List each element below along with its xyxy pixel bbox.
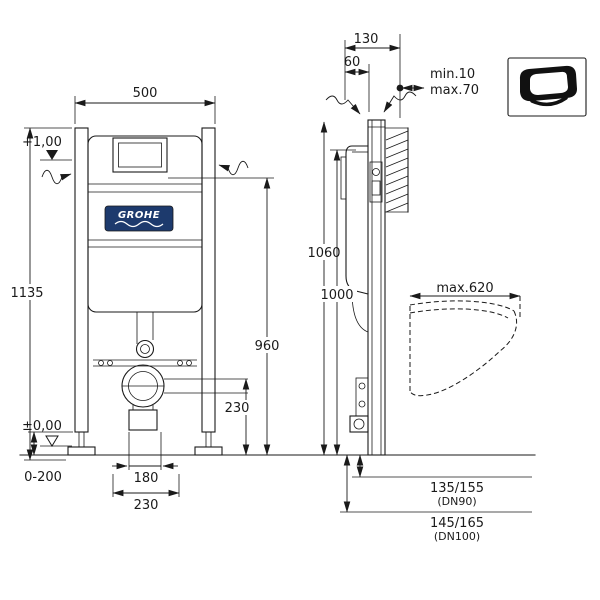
dim-180: 180: [134, 471, 159, 486]
dim-230-bottom: 230: [134, 498, 159, 513]
dim-dn100-value: 145/165: [430, 516, 484, 531]
dim-960: 960: [255, 339, 280, 354]
dim-dn100-label: (DN100): [434, 530, 480, 543]
outlet-dimensions: 135/155 (DN90) 145/165 (DN100): [340, 454, 532, 543]
side-view-dimensions: 130 60 min.10 max.70 1060 1000 960 230 m…: [168, 32, 521, 456]
wall-hung-toilet-icon: [519, 65, 577, 107]
product-icon-box: [507, 57, 587, 117]
dim-wall-max: max.70: [430, 83, 479, 98]
level-mark-floor: ±0,00: [22, 419, 62, 434]
dim-depth-60: 60: [344, 55, 361, 70]
dim-230-side: 230: [225, 401, 250, 416]
wall-anchor-squiggle-right: [218, 160, 249, 176]
level-triangle-filled: [46, 150, 58, 160]
front-view-dimensions: 500 1135 +1,00 ±0,00 0-200 180 230: [6, 86, 249, 513]
brand-logo-text: GROHE: [118, 210, 160, 221]
level-triangle-open: [45, 435, 59, 447]
break-squiggle-right: [383, 91, 417, 113]
dim-dn90-label: (DN90): [437, 495, 476, 508]
dim-height-1135: 1135: [10, 286, 43, 301]
front-view: GROHE: [67, 127, 248, 456]
dim-width-500: 500: [133, 86, 158, 101]
dim-depth-130: 130: [354, 32, 379, 47]
dim-foot-adjust: 0-200: [24, 470, 62, 485]
side-view: [325, 91, 518, 456]
level-mark-top: +1,00: [22, 135, 62, 150]
dim-1060: 1060: [307, 246, 340, 261]
dim-1000: 1000: [320, 288, 353, 303]
brand-logo: GROHE: [104, 205, 174, 232]
break-squiggle-left: [325, 95, 361, 115]
dim-wall-min: min.10: [430, 67, 475, 82]
flush-plate: [112, 137, 168, 173]
dim-bowl-depth: max.620: [436, 281, 493, 296]
toilet-bowl-outline: [409, 300, 518, 397]
wall-anchor-squiggle-left: [41, 169, 72, 185]
wall-hatching: [385, 130, 409, 213]
flush-plate-side: [340, 156, 347, 200]
dim-dn90-value: 135/155: [430, 481, 484, 496]
